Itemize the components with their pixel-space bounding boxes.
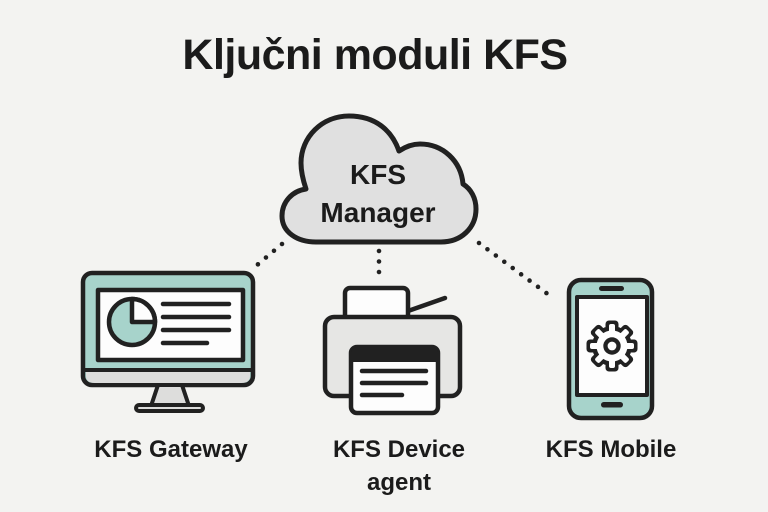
monitor-stand xyxy=(149,383,191,408)
monitor-base xyxy=(134,403,205,413)
pie-chart-icon xyxy=(106,296,158,348)
page-title: Ključni moduli KFS xyxy=(182,31,568,79)
gear-icon xyxy=(586,320,638,372)
phone-home-button xyxy=(601,402,623,408)
gateway-label: KFS Gateway xyxy=(94,436,248,463)
smartphone-gear-icon xyxy=(566,277,655,421)
monitor-dashboard-icon xyxy=(80,270,256,413)
printer-lever xyxy=(405,295,448,314)
cloud-icon xyxy=(279,113,479,245)
printer-document xyxy=(348,344,441,416)
connector-cloud-to-mobile xyxy=(476,240,556,301)
cloud-manager-label: KFS Manager xyxy=(320,159,436,228)
monitor-bezel xyxy=(86,372,250,383)
printer-icon xyxy=(322,285,463,416)
connector-cloud-to-gateway xyxy=(247,241,285,274)
phone-speaker xyxy=(599,286,624,291)
mobile-label: KFS Mobile xyxy=(545,436,677,463)
dashboard-text-lines xyxy=(160,301,232,346)
device-agent-label: KFS Device agent xyxy=(332,436,466,496)
